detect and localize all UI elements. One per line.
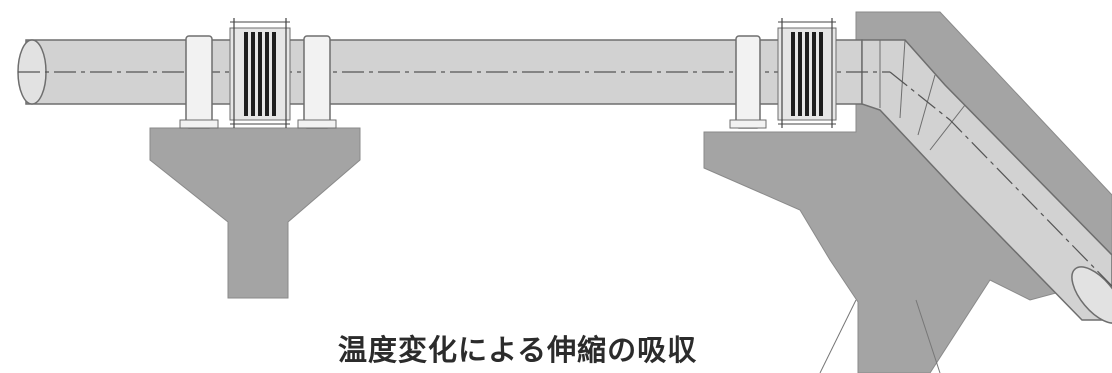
pipe-support <box>185 35 213 129</box>
right-abutment <box>703 11 1112 373</box>
expansion-joint-left <box>229 18 291 128</box>
expansion-joint-right <box>777 18 837 128</box>
pipe-supports <box>179 35 767 129</box>
bellows <box>791 32 823 116</box>
pipe-support <box>303 35 331 129</box>
inclined-pipe <box>861 39 1112 324</box>
bellows <box>244 32 276 116</box>
left-pier <box>149 127 361 299</box>
diagram-caption: 温度変化による伸縮の吸収 <box>338 333 698 367</box>
pipe-support <box>735 35 761 129</box>
